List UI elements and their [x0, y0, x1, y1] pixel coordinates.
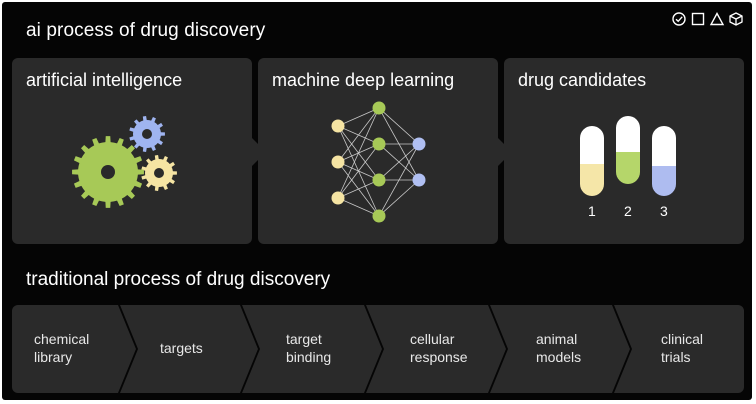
network-edge — [337, 107, 380, 199]
candidate-number: 1 — [588, 203, 596, 219]
diagram-frame: ai process of drug discovery artificial … — [2, 2, 752, 400]
stage-label: animal models — [536, 331, 582, 365]
neural-network-icon — [331, 101, 426, 223]
stage-clinical-trials — [614, 305, 744, 393]
panel-label: machine deep learning — [272, 70, 455, 90]
capsules-icon: 1 2 3 — [580, 116, 676, 219]
stage-target-binding — [242, 305, 382, 393]
square-icon[interactable] — [690, 11, 706, 27]
network-edge — [337, 107, 380, 163]
traditional-process-strip — [12, 305, 744, 393]
network-node — [372, 137, 386, 151]
section-title-traditional: traditional process of drug discovery — [26, 269, 331, 290]
stage-chemical-library — [12, 305, 136, 393]
candidate-number: 2 — [624, 203, 632, 219]
panel-label: artificial intelligence — [26, 70, 183, 90]
stage-cellular-response — [366, 305, 506, 393]
stage-animal-models — [490, 305, 630, 393]
panel-machine-deep-learning: machine deep learning — [258, 58, 498, 244]
network-edge — [337, 107, 380, 127]
network-node — [372, 101, 386, 115]
network-node — [331, 155, 345, 169]
network-edge — [337, 179, 380, 199]
stage-label: cellular response — [410, 331, 468, 365]
panel-label: drug candidates — [518, 70, 647, 90]
capsule-1 — [580, 126, 604, 196]
network-node — [331, 119, 345, 133]
stage-targets — [120, 305, 258, 393]
capsule-3 — [652, 126, 676, 196]
network-edge — [378, 143, 420, 181]
capsule-2 — [616, 116, 640, 184]
network-edge — [337, 143, 380, 199]
network-node — [331, 191, 345, 205]
cube-icon[interactable] — [728, 11, 744, 27]
candidate-number: 3 — [660, 203, 668, 219]
triangle-icon[interactable] — [709, 11, 725, 27]
stage-label: target binding — [286, 331, 332, 365]
network-node — [372, 173, 386, 187]
network-node — [412, 173, 426, 187]
network-node — [372, 209, 386, 223]
network-edge — [378, 107, 420, 145]
network-edge — [378, 179, 420, 217]
stage-label: targets — [160, 340, 203, 356]
page-title: ai process of drug discovery — [26, 20, 266, 41]
gears-icon — [72, 116, 177, 208]
panel-artificial-intelligence: artificial intelligence — [12, 58, 252, 244]
toolbar — [671, 10, 744, 28]
panel-drug-candidates: drug candidates 1 2 3 — [504, 58, 744, 244]
stage-label: clinical trials — [661, 331, 704, 365]
network-edge — [337, 197, 380, 217]
network-edge — [378, 143, 420, 217]
check-circle-icon[interactable] — [671, 11, 687, 27]
network-node — [412, 137, 426, 151]
stage-label: chemical library — [34, 331, 90, 365]
